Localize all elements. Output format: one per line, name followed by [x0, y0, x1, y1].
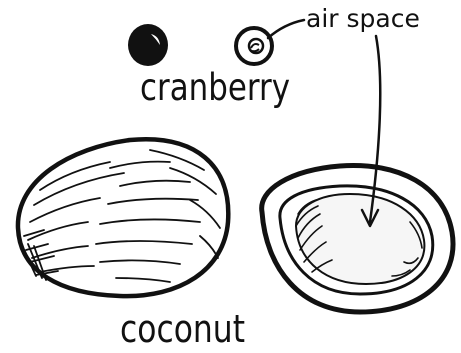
cranberry-cross-section: [236, 28, 272, 64]
air-space-label: air space: [306, 4, 420, 33]
coconut-cross-section: [262, 166, 453, 312]
coconut-whole: [18, 139, 228, 296]
coconut-label: coconut: [120, 307, 245, 351]
cranberry-air-space-leader: [268, 20, 304, 38]
cranberry-whole: [128, 24, 168, 66]
cranberry-label: cranberry: [140, 66, 290, 109]
cranberry-whole-body: [128, 24, 168, 66]
